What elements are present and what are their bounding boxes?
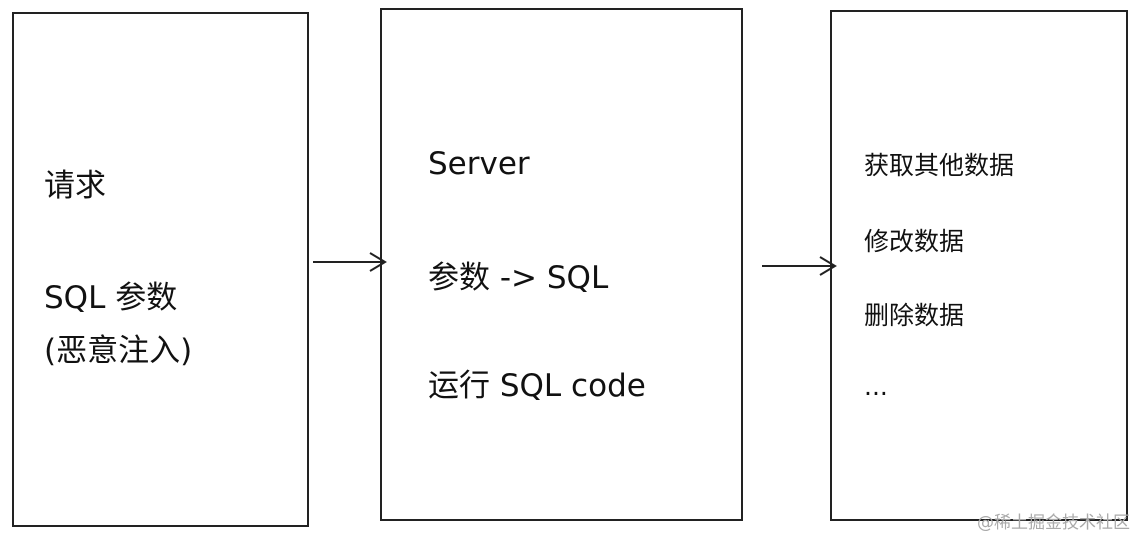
run-sql-label: 运行 SQL code (428, 368, 646, 404)
sql-param-label: SQL 参数 (44, 280, 178, 316)
delete-data-label: 删除数据 (864, 301, 965, 330)
server-box (380, 8, 743, 521)
server-label: Server (428, 146, 530, 182)
arrow-server-to-result (762, 256, 837, 276)
param-to-sql-label: 参数 -> SQL (428, 260, 609, 296)
result-box (830, 10, 1128, 521)
request-label: 请求 (44, 168, 106, 204)
malicious-injection-label: (恶意注入) (44, 333, 193, 369)
arrow-request-to-server (313, 252, 387, 272)
ellipsis-label: ... (864, 372, 888, 401)
get-data-label: 获取其他数据 (864, 151, 1015, 180)
request-box (12, 12, 309, 527)
modify-data-label: 修改数据 (864, 227, 965, 256)
watermark: @稀土掘金技术社区 (977, 513, 1130, 533)
